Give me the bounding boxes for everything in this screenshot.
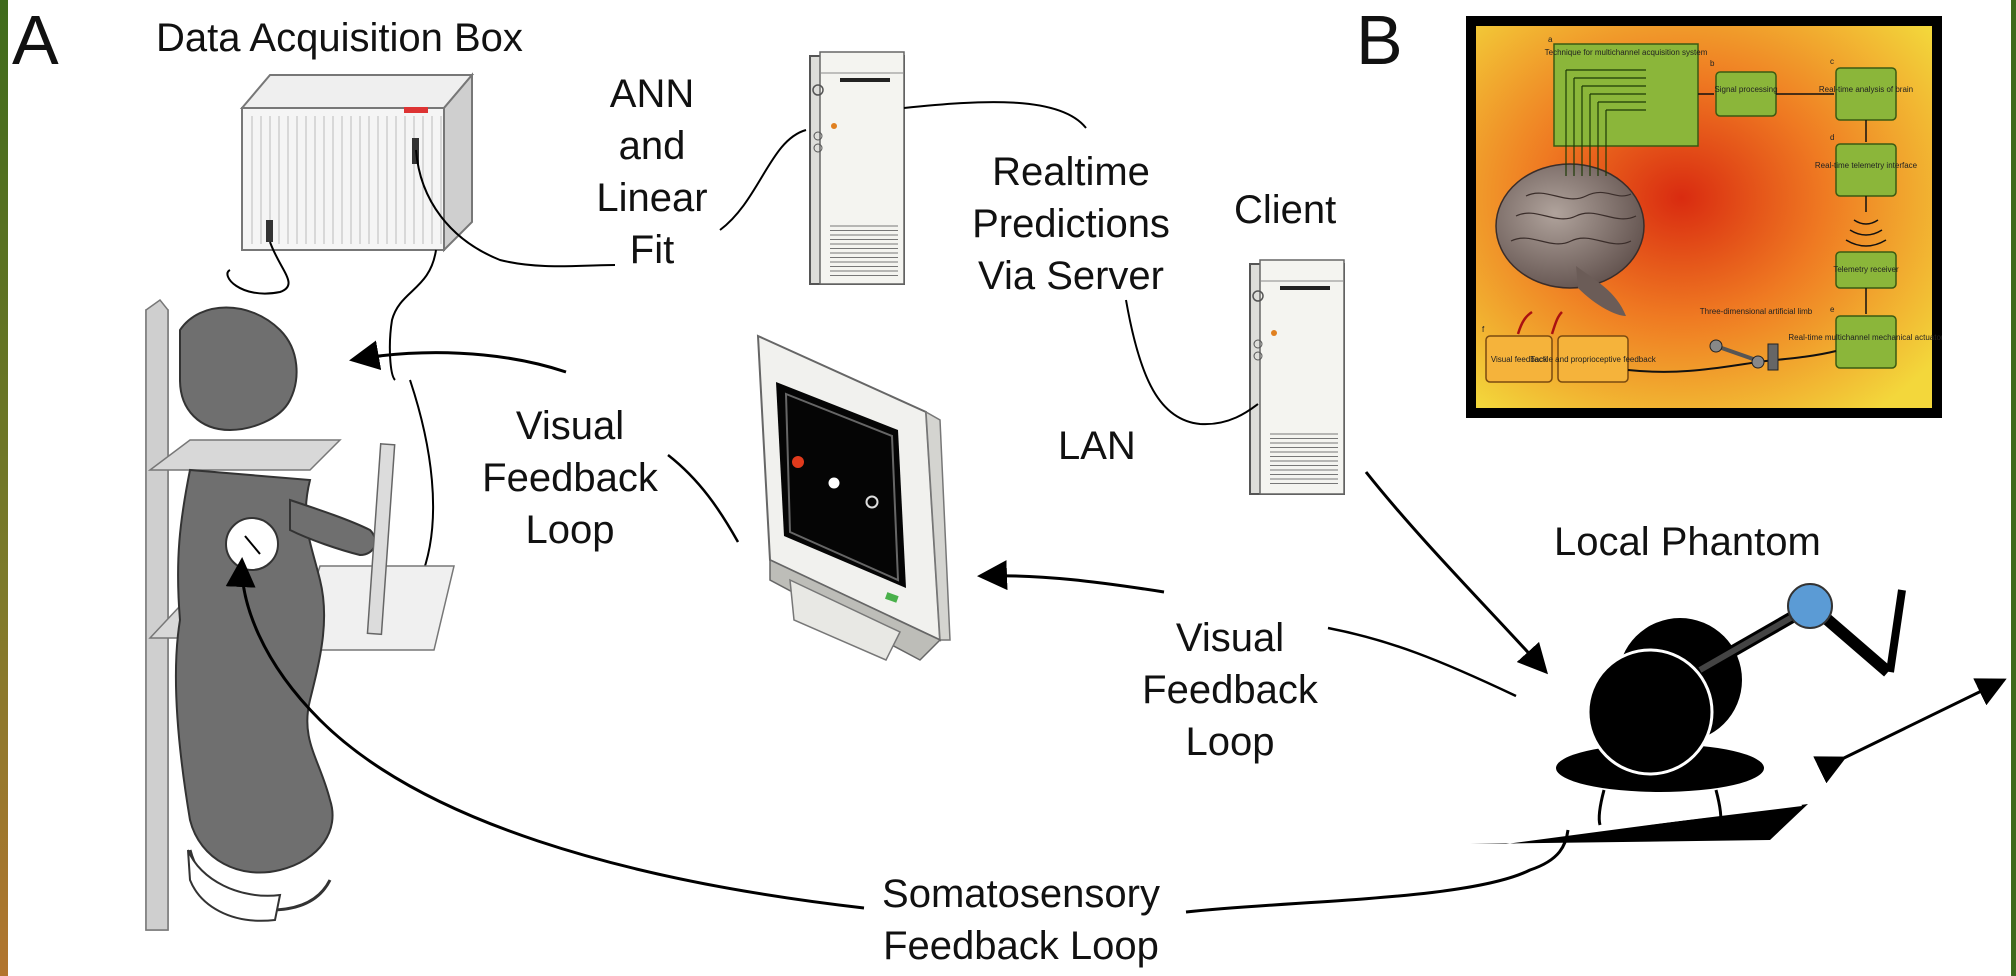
- inset-letter-f: f: [1482, 325, 1485, 334]
- inset-signal: Signal processing: [1714, 85, 1777, 94]
- right-border: [2011, 0, 2016, 976]
- somato-loop-left: [225, 557, 865, 910]
- cable-daq-monkey: [226, 241, 290, 295]
- panel-letter-b: B: [1356, 1, 1403, 79]
- line-visual-left: [667, 454, 740, 543]
- inset-limb-label: Three-dimensional artificial limb: [1700, 307, 1813, 316]
- inset-letter-c: c: [1830, 57, 1834, 66]
- inset-visual-fb: Visual feedback: [1491, 355, 1548, 364]
- label-ann-linear-fit: ANN and Linear Fit: [582, 68, 722, 276]
- label-visual-line: Loop: [1185, 720, 1275, 764]
- label-ann-line: Fit: [629, 228, 675, 272]
- inset-svg: Technique for multichannel acquisition s…: [1476, 26, 1942, 408]
- daq-box-icon: [239, 72, 475, 253]
- computer-tower-icon: [809, 51, 905, 285]
- left-border: [0, 0, 8, 976]
- cable-server-client: [903, 101, 1087, 129]
- phantom-ball: [1787, 583, 1833, 629]
- red-target: [792, 456, 804, 468]
- inset-actuator: Real-time multichannel mechanical actuat…: [1788, 333, 1942, 342]
- label-somato-line: Somatosensory: [882, 872, 1160, 916]
- label-local-phantom: Local Phantom: [1554, 520, 1821, 564]
- cable-daq-left: [388, 249, 437, 381]
- inset-letter-e: e: [1830, 305, 1835, 314]
- inset-letter-b: b: [1710, 59, 1715, 68]
- label-client: Client: [1234, 188, 1337, 232]
- label-somato-line: Feedback Loop: [883, 924, 1159, 968]
- inset-panel: Technique for multichannel acquisition s…: [1466, 16, 1942, 418]
- cable-daq-computer: [415, 149, 616, 268]
- cursor-dot: [828, 477, 840, 489]
- inset-realtime-analysis: Real-time analysis of brain: [1819, 85, 1913, 94]
- cable-lan: [1125, 299, 1259, 426]
- label-realtime-line: Predictions: [972, 202, 1170, 246]
- phantom-robot-icon: [1470, 583, 1906, 844]
- arrow-client-to-phantom: [1364, 471, 1549, 675]
- label-ann-line: Linear: [596, 176, 708, 220]
- label-somatosensory: Somatosensory Feedback Loop: [856, 868, 1186, 972]
- inset-letter-a: a: [1548, 35, 1553, 44]
- label-visual-feedback-right: Visual Feedback Loop: [1130, 612, 1330, 768]
- cable-daq-stick: [394, 379, 435, 598]
- target-ring: [865, 495, 879, 509]
- label-realtime-predictions: Realtime Predictions Via Server: [956, 146, 1186, 302]
- client-tower-icon: [1249, 259, 1345, 495]
- panel-letter-a: A: [12, 1, 59, 79]
- inset-tactile-fb: Tactile and proprioceptive feedback: [1530, 355, 1656, 364]
- arrow-phantom-double: [1813, 678, 2007, 784]
- label-visual-feedback-left: Visual Feedback Loop: [470, 400, 670, 556]
- label-visual-line: Visual: [1175, 616, 1285, 660]
- label-visual-line: Visual: [515, 404, 625, 448]
- label-data-acquisition-box: Data Acquisition Box: [156, 16, 523, 60]
- monkey-figure: [145, 298, 455, 931]
- arrow-to-monitor: [977, 560, 1165, 594]
- monitor-icon: [756, 334, 951, 661]
- somato-loop-right: [1185, 829, 1570, 914]
- arrow-to-monkey-head: [349, 340, 567, 374]
- label-ann-line: and: [618, 124, 686, 168]
- label-realtime-line: Realtime: [992, 150, 1150, 194]
- inset-telemetry-interface: Real-time telemetry interface: [1815, 161, 1918, 170]
- line-visual-right: [1327, 626, 1517, 698]
- label-visual-line: Feedback: [1142, 668, 1318, 712]
- label-realtime-line: Via Server: [977, 254, 1164, 298]
- inset-title: Technique for multichannel acquisition s…: [1545, 48, 1708, 57]
- label-visual-line: Feedback: [482, 456, 658, 500]
- label-ann-line: ANN: [609, 72, 695, 116]
- label-visual-line: Loop: [525, 508, 615, 552]
- cable-ann: [719, 129, 807, 231]
- inset-letter-d: d: [1830, 133, 1834, 142]
- inset-telemetry-receiver: Telemetry receiver: [1833, 265, 1899, 274]
- label-lan: LAN: [1058, 424, 1136, 468]
